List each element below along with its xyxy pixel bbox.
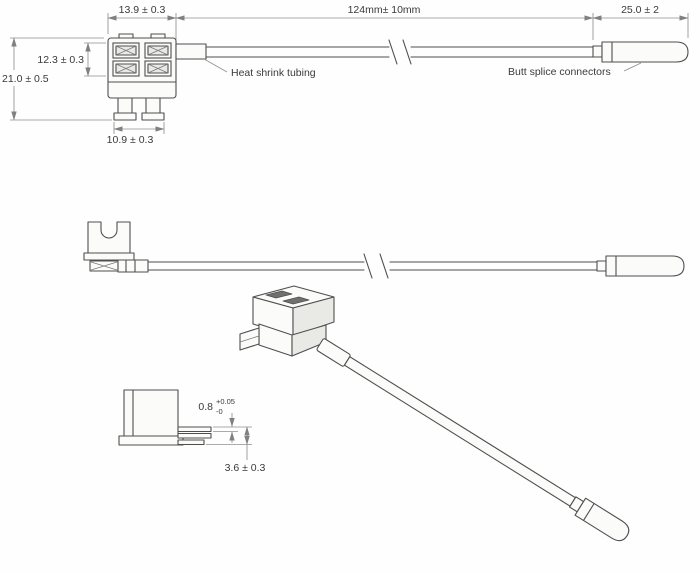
fuse-tap-side bbox=[83, 221, 149, 273]
butt-splice-front bbox=[592, 41, 689, 63]
terminal-blade bbox=[177, 426, 212, 433]
terminal-block bbox=[118, 389, 212, 446]
blade-thickness-tol-minus: -0 bbox=[216, 407, 223, 416]
wire-break-marks bbox=[388, 39, 412, 65]
dim-splice-length-label: 25.0 ± 2 bbox=[621, 4, 659, 16]
heat-shrink-tube bbox=[175, 43, 207, 60]
dim-blade-thickness-label: 0.8 bbox=[198, 401, 213, 413]
front-view: 13.9 ± 0.3 124mm± 10mm 25.0 ± 2 21.0 ± 0… bbox=[0, 4, 689, 146]
butt-splice-side bbox=[596, 255, 685, 277]
dim-blade-width-label: 10.9 ± 0.3 bbox=[107, 134, 154, 146]
wire-front bbox=[175, 39, 594, 65]
dim-top-width-label: 13.9 ± 0.3 bbox=[119, 4, 166, 16]
dim-total-height-label: 21.0 ± 0.5 bbox=[2, 73, 49, 85]
wire-3d bbox=[316, 338, 630, 542]
callout-labels: Heat shrink tubing Butt splice connector… bbox=[203, 58, 642, 79]
wire-break-marks bbox=[363, 253, 389, 279]
side-view bbox=[83, 221, 685, 279]
blade-detail-view: 0.8 +0.05 -0 3.6 ± 0.3 bbox=[118, 389, 266, 474]
heat-shrink-label: Heat shrink tubing bbox=[231, 67, 316, 79]
butt-splice-label: Butt splice connectors bbox=[508, 66, 611, 78]
detail-dimension-lines: 0.8 +0.05 -0 3.6 ± 0.3 bbox=[198, 397, 265, 474]
perspective-view bbox=[239, 285, 630, 542]
dim-terminal-width-label: 3.6 ± 0.3 bbox=[225, 462, 266, 474]
dim-wire-length-label: 124mm± 10mm bbox=[348, 4, 421, 16]
dim-inner-height-label: 12.3 ± 0.3 bbox=[37, 54, 84, 66]
butt-splice-3d bbox=[574, 497, 630, 542]
wire-side bbox=[147, 253, 598, 279]
fuse-tap-3d bbox=[239, 285, 335, 357]
fuse-tap-front bbox=[107, 33, 177, 121]
left-dimension-lines: 21.0 ± 0.5 12.3 ± 0.3 bbox=[0, 37, 112, 121]
blade-thickness-tol-plus: +0.05 bbox=[216, 397, 235, 406]
top-dimension-lines: 13.9 ± 0.3 124mm± 10mm 25.0 ± 2 bbox=[107, 4, 689, 40]
bottom-dimension-line: 10.9 ± 0.3 bbox=[107, 122, 165, 146]
